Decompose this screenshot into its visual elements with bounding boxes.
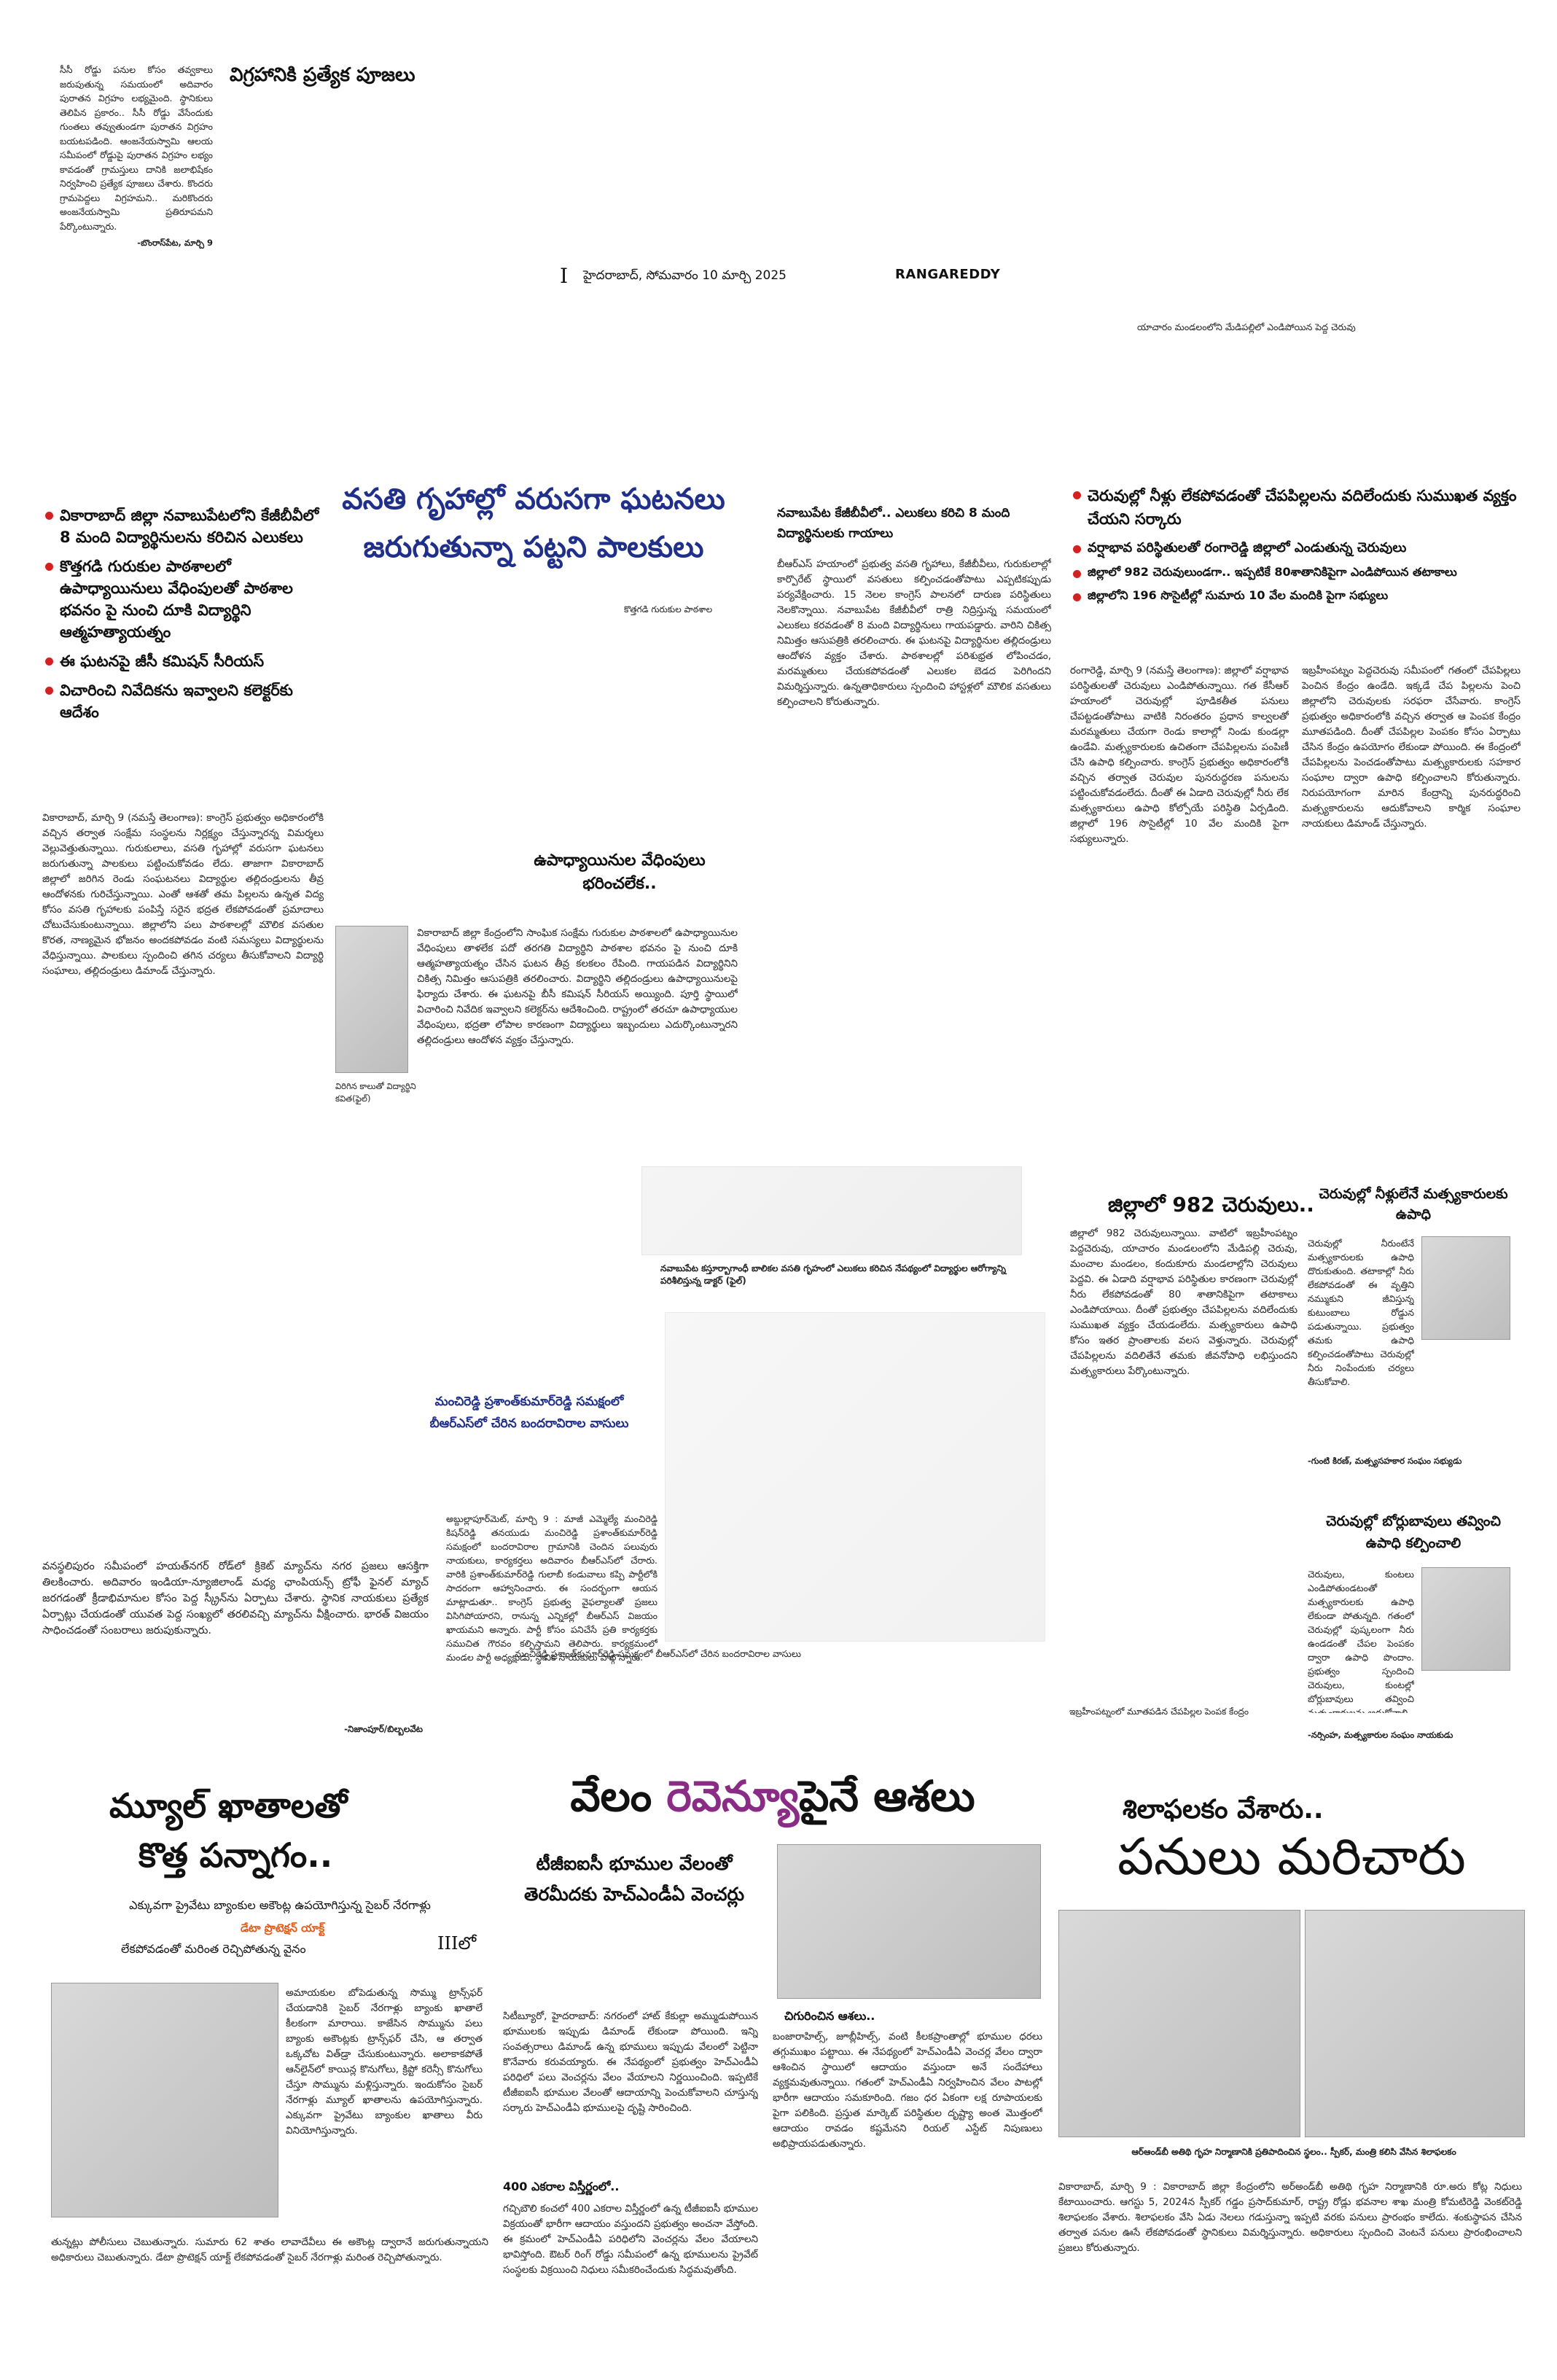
auction-body-col1: సిటీబ్యూరో, హైదరాబాద్‌: నగరంలో హాట్‌ కేక… xyxy=(503,2010,758,2114)
hostel-photo-label: కొత్తగడి గురుకుల పాఠశాల xyxy=(624,604,713,614)
hostel-bullet: కొత్తగడి గురుకుల పాఠశాలలో ఉపాధ్యాయినులు … xyxy=(42,555,324,643)
hostel-body-col2: వికారాబాద్‌ జిల్లా కేంద్రంలోని సాంఘిక సం… xyxy=(417,927,738,1046)
mule-deck-2: లేకపోవడంతో మరింత రెచ్చిపోతున్న వైనం xyxy=(121,1942,306,1956)
mule-page-ref: IIIలో xyxy=(437,1933,477,1954)
auction-headline-post: పైనే ఆశలు xyxy=(799,1771,975,1821)
mule-kicker: డేటా ప్రొటెక్షన్‌ యాక్ట్‌ xyxy=(241,1921,325,1935)
dateline: హైదరాబాద్‌, సోమవారం 10 మార్చి 2025 xyxy=(583,268,787,283)
hostel-subhead-rats: నవాబుపేట కేజీబీవీలో.. ఎలుకలు కరిచి 8 మంద… xyxy=(777,506,1010,541)
foundation-kicker: శిలాఫలకం వేశారు.. xyxy=(1123,1795,1324,1825)
hostel-bullet: ఈ ఘటనపై జీసీ కమిషన్‌ సీరియస్‌ xyxy=(42,650,324,672)
idol-story-body: సీసీ రోడ్డు పనుల కోసం తవ్వకాలు జరుపుతున్… xyxy=(60,63,213,311)
ponds-bullets: చెరువుల్లో నీళ్లు లేకపోవడంతో చేపపిల్లలను… xyxy=(1070,484,1522,609)
quote2-head: చెరువుల్లో బోర్లుబావులు తవ్వించి ఉపాధి క… xyxy=(1326,1513,1501,1551)
auction-land-photo xyxy=(777,1844,1041,1999)
mule-illustration xyxy=(51,1983,278,2217)
brs-photo xyxy=(665,1312,1045,1642)
quote1-by: -గుంటి కిరణ్‌, మత్స్యసహకార సంఘం సభ్యుడు xyxy=(1308,1456,1462,1466)
idol-story-dateline: -బొంరాస్‌పేట, మార్చి 9 xyxy=(137,238,213,248)
hostel-photo-caption-small: విరిగిన కాలుతో విద్యార్థిని కవిత(ఫైల్‌) xyxy=(335,1081,416,1104)
mule-body-2: తున్నట్లు పోలీసులు చెబుతున్నారు. సుమారు … xyxy=(51,2236,488,2263)
foundation-photo-caption: ఆర్‌ఆండ్‌బీ అతిథి గృహ నిర్మాణానికి ప్రతి… xyxy=(1131,2147,1456,2157)
ponds-photo-caption: ఇబ్రహీంపట్నంలో మూతపడిన చేపపిల్లల పెంపక క… xyxy=(1069,1706,1249,1717)
mule-deck: ఎక్కువగా ప్రైవేటు బ్యాంకుల అకౌంట్ల ఉపయోగ… xyxy=(129,1898,431,1912)
auction-subhead-3: చిగురించిన ఆశలు.. xyxy=(784,2009,875,2023)
ponds-body-col2: ఇబ్రహీంపట్నం పెద్దచెరువు సమీపంలో గతంలో చ… xyxy=(1302,665,1521,830)
ponds-bullet: జిల్లాలో 982 చెరువులుండగా.. ఇప్పటికే 80శ… xyxy=(1070,563,1522,582)
mule-body: అమాయకుల బోపెడుతున్న సొమ్ము ట్రాన్స్‌ఫర్‌… xyxy=(286,1987,483,2137)
hospital-photo-caption: నవాబుపేట కస్తూర్బాగాంధీ బాలికల వసతి గృహం… xyxy=(660,1263,1007,1286)
hostel-headline: వసతి గృహాల్లో వరుసగా ఘటనలు జరుగుతున్నా ప… xyxy=(342,483,725,564)
ponds-body-col1: రంగారెడ్డి, మార్చి 9 (నమస్తే తెలంగాణ): జ… xyxy=(1070,665,1289,845)
foundation-photo-stone xyxy=(1305,1910,1525,2137)
section-name: RANGAREDDY xyxy=(895,267,1001,282)
auction-body-col2: బంజారాహిల్స్‌, జూబ్లీహిల్స్‌, వంటి కీలకప… xyxy=(773,2031,1042,2150)
hostel-body-col3: బీఆర్‌ఎస్‌ హయాంలో ప్రభుత్వ వసతి గృహాలు, … xyxy=(777,558,1051,708)
auction-subhead-2: 400 ఎకరాల విస్తీర్ణంలో.. xyxy=(503,2180,620,2193)
auction-headline: వేలం రెవెన్యూపైనే ఆశలు xyxy=(503,1771,1042,1832)
cricket-body: వనస్థలిపురం సమీపంలో హయత్‌నగర్‌ రోడ్‌లో క… xyxy=(42,1561,429,1636)
hostel-subhead-teachers: ఉపాధ్యాయినుల వేధింపులు భరించలేక.. xyxy=(534,851,706,893)
quote2-body-cont xyxy=(1308,1677,1519,1717)
foundation-body: వికారాబాద్‌, మార్చి 9 : వికారాబాద్‌ జిల్… xyxy=(1058,2181,1522,2254)
brs-body: అబ్దుల్లాపూర్‌మెట్‌, మార్చి 9 : మాజీ ఎమ్… xyxy=(446,1513,657,1663)
ponds-bullet: వర్షాభావ పరిస్థితులతో రంగారెడ్డి జిల్లాల… xyxy=(1070,538,1522,558)
injured-student-photo xyxy=(335,926,408,1073)
ponds-body-982: జిల్లాలో 982 చెరువులున్నాయి. వాటిలో ఇబ్ర… xyxy=(1070,1228,1298,1377)
quote2-by: -నర్సింహ, మత్స్యకారుల సంఘం నాయకుడు xyxy=(1308,1730,1453,1740)
mule-headline-2: కొత్త పన్నాగం.. xyxy=(138,1835,333,1875)
cricket-dateline: -నిజాంపూర్‌/బిల్బలవేట xyxy=(344,1724,423,1734)
quote1-body: చెరువుల్లో నీరుంటేనే మత్స్యకారులకు ఉపాధి… xyxy=(1308,1238,1414,1387)
hostel-bullet: వికారాబాద్‌ జిల్లా నవాబుపేటలోని కేజీబీవీ… xyxy=(42,504,324,548)
hostel-bullets: వికారాబాద్‌ జిల్లా నవాబుపేటలోని కేజీబీవీ… xyxy=(42,504,324,730)
ponds-bullet: జిల్లాలోని 196 సొసైటీల్లో సుమారు 10 వేల … xyxy=(1070,586,1522,605)
hostel-body-col1: వికారాబాద్‌, మార్చి 9 (నమస్తే తెలంగాణ): … xyxy=(42,812,324,977)
foundation-photo-site xyxy=(1058,1910,1300,2137)
auction-body-col1b: గచ్చిబౌలి కంచలో 400 ఎకరాల విస్తీర్ణంలో ఉ… xyxy=(503,2203,758,2276)
auction-subhead: టీజీఐఐసీ భూముల వేలంతో తెరమీదకు హెచ్‌ఎండీ… xyxy=(524,1853,744,1905)
quote1-portrait xyxy=(1421,1236,1510,1340)
quote2-body: చెరువులు, కుంటలు ఎండిపోతుండటంతో మత్స్యకా… xyxy=(1308,1569,1414,1713)
brs-body-cont xyxy=(523,1669,1034,1735)
auction-headline-pre: వేలం xyxy=(570,1771,667,1821)
idol-story-headline: విగ్రహానికి ప్రత్యేక పూజలు xyxy=(230,64,415,86)
foundation-headline: పనులు మరిచారు xyxy=(1117,1827,1466,1887)
quote2-portrait xyxy=(1421,1567,1510,1671)
page-number: I xyxy=(560,264,569,288)
auction-headline-accent: రెవెన్యూ xyxy=(666,1771,800,1821)
ponds-bullet: చెరువుల్లో నీళ్లు లేకపోవడంతో చేపపిల్లలను… xyxy=(1070,484,1522,531)
hospital-photo xyxy=(641,1166,1022,1255)
hostel-bullet: విచారించి నివేదికను ఇవ్వాలని కలెక్టర్‌కు… xyxy=(42,679,324,723)
pond-photo-caption: యాచారం మండలంలోని మేడిపల్లిలో ఎండిపోయిన ప… xyxy=(1137,321,1356,332)
brs-photo-caption: మంచిరెడ్డి ప్రశాంత్‌కుమార్‌రెడ్డి సమక్షం… xyxy=(515,1648,801,1659)
quote1-head: చెరువుల్లో నీళ్లులేనేే మత్స్యకారులకు ఉపా… xyxy=(1319,1186,1508,1222)
mule-headline-1: మ్యూల్‌ ఖాతాలతో xyxy=(109,1786,348,1825)
ponds-subhead-982: జిల్లాలో 982 చెరువులు.. xyxy=(1108,1193,1314,1217)
brs-headline: మంచిరెడ్డి ప్రశాంత్‌కుమార్‌రెడ్డి సమక్షం… xyxy=(429,1394,629,1431)
